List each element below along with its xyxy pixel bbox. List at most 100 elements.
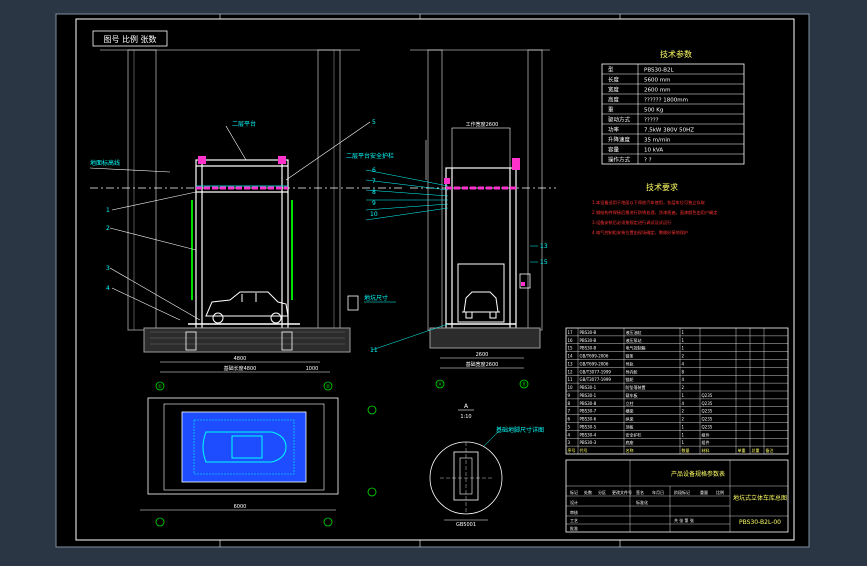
bom-cell: 4 <box>568 432 571 437</box>
title-role-design: 设计 <box>570 499 578 505</box>
bom-cell: PBS30-1 <box>580 393 597 398</box>
bom-cell: PBS30-B <box>580 346 597 351</box>
callout-floor2: 二层平台 <box>232 120 256 128</box>
bom-cell: 链条 <box>626 353 634 359</box>
bom-cell: 1 <box>682 393 685 398</box>
tech-param-label: 重 <box>608 106 614 114</box>
callout-ground-line: 地面标高线 <box>90 159 120 167</box>
bom-cell: PBS30-3 <box>580 440 597 445</box>
title-block: 产品设备规格参数表 地坑式立体车库总图 PBS30-B2L-00 标记 处数 分… <box>565 459 789 533</box>
bom-cell: 14 <box>568 354 574 359</box>
bom-cell: PBS30-1 <box>580 385 597 390</box>
bom-cell: Q235 <box>702 409 713 414</box>
tech-param-label: 容量 <box>608 146 620 154</box>
bom-cell: 液压油缸 <box>626 329 642 335</box>
callout-num: 2 <box>106 225 110 232</box>
bom-cell: PBS30-5 <box>580 424 597 429</box>
concrete-foundation <box>143 327 351 353</box>
bom-cell: PBS30-8 <box>580 401 597 406</box>
foundation-detail: A 1:10 GB5001 基础地脚尺寸详图 <box>429 403 544 528</box>
axis-label: Ⓐ <box>437 381 442 388</box>
title-weight: 重量 <box>700 489 708 495</box>
tech-param-value: ?????? 1800mm <box>644 98 688 104</box>
detail-label: A <box>464 403 469 410</box>
side-top-dim: 工作宽度2600 <box>466 121 499 128</box>
callout-foundation-detail: 基础地脚尺寸详图 <box>496 426 544 434</box>
bom-header-cell: 名称 <box>626 447 634 453</box>
tech-param-label: 宽度 <box>608 86 620 94</box>
bom-header-cell: 数量 <box>682 447 690 453</box>
bom-cell: GB/T3077-1999 <box>580 377 612 382</box>
axis-label: Ⓑ <box>521 381 526 388</box>
bom-cell: 立柱 <box>626 400 634 406</box>
callout-pit: 地坑尺寸 <box>364 294 388 302</box>
bom-cell: 8 <box>568 401 571 406</box>
title-role-approve: 批准 <box>570 525 578 531</box>
title-label-3: 更改文件号 <box>612 489 632 495</box>
bom-cell: 导轨 <box>626 360 634 366</box>
title-role-process: 工艺 <box>570 518 578 523</box>
tech-param-value: 5600 mm <box>644 78 670 84</box>
bom-cell: GB/T699-2006 <box>580 361 609 366</box>
drawing-sheet <box>55 13 810 548</box>
detail-scale: 1:10 <box>460 414 471 420</box>
tech-note-3: 3.设备安装后必须按规定进行调试及试运行 <box>592 219 671 226</box>
axis-bubble-b <box>519 379 529 389</box>
bom-cell: 液压泵站 <box>626 337 642 343</box>
tech-param-label: 长度 <box>608 76 620 84</box>
bom-cell: 2 <box>682 354 685 359</box>
callout-num: 5 <box>372 119 376 126</box>
border-ticks <box>219 14 621 547</box>
bom-cell: Q235 <box>702 417 713 422</box>
bom-cell: 9 <box>568 393 571 398</box>
car-plan-view <box>202 431 287 463</box>
bom-cell: 13 <box>568 361 574 366</box>
tech-notes-title: 技术要求 <box>646 182 678 192</box>
callout-num: 13 <box>540 243 548 250</box>
bom-cell: GB/T699-2006 <box>580 354 609 359</box>
bom-cell: 1 <box>682 432 685 437</box>
tech-param-label: 驱动方式 <box>608 116 631 124</box>
bom-cell: 防坠落装置 <box>626 384 646 390</box>
side-elevation: 工作宽度2600 2600 基础宽度2600 <box>365 49 556 389</box>
control-box-side <box>519 273 531 289</box>
bom-cell: 4 <box>682 377 685 382</box>
tech-param-value: ? ? <box>644 158 652 164</box>
bom-cell: 导向轮 <box>626 368 638 374</box>
callout-num: 11 <box>370 347 378 354</box>
title-std: 标准化 <box>636 499 648 505</box>
bom-cell: 4 <box>682 401 685 406</box>
bom-cell: 组件 <box>702 431 710 437</box>
bom-cell: PBS30-4 <box>580 432 597 437</box>
front-side-dim: 1000 <box>306 366 319 372</box>
title-stage: 阶段标记 <box>674 489 690 495</box>
bom-cell: 1 <box>682 338 685 343</box>
title-stamp: 图号 比例 张数 <box>92 30 168 47</box>
title-role-review: 审核 <box>570 509 578 515</box>
bom-cell: PBS30-7 <box>580 409 597 414</box>
front-width-dim: 4800 <box>234 356 247 362</box>
title-scale: 比例 <box>716 489 724 495</box>
callout-num: 8 <box>372 189 376 196</box>
bom-cell: 顶板 <box>626 423 634 429</box>
bom-cell: 载车板 <box>626 392 638 398</box>
title-project: 地坑式立体车库总图 <box>733 494 787 502</box>
tech-param-label: 高度 <box>608 96 620 104</box>
tech-param-value: ????? <box>644 118 659 124</box>
bom-cell: 横梁 <box>626 408 634 414</box>
axis-bubble-a <box>435 379 445 389</box>
tech-param-value: PBS30-B2L <box>644 68 675 74</box>
bom-cell: 17 <box>568 330 574 335</box>
detail-dim: GB5001 <box>456 522 476 528</box>
bom-cell: 4 <box>682 361 685 366</box>
bom-cell: PBS30-6 <box>580 417 597 422</box>
axis-bubble-1 <box>155 381 165 391</box>
bom-cell: GB/T3077-1999 <box>580 369 612 374</box>
callout-num: 6 <box>372 167 376 174</box>
bom-cell: 10 <box>568 385 574 390</box>
tech-note-4: 4.电气控制柜安装位置由现场确定，需做好接地保护 <box>592 229 688 236</box>
callout-num: 9 <box>372 200 376 207</box>
tech-param-value: 500 Kg <box>644 108 663 114</box>
axis-bubble-2 <box>323 381 333 391</box>
